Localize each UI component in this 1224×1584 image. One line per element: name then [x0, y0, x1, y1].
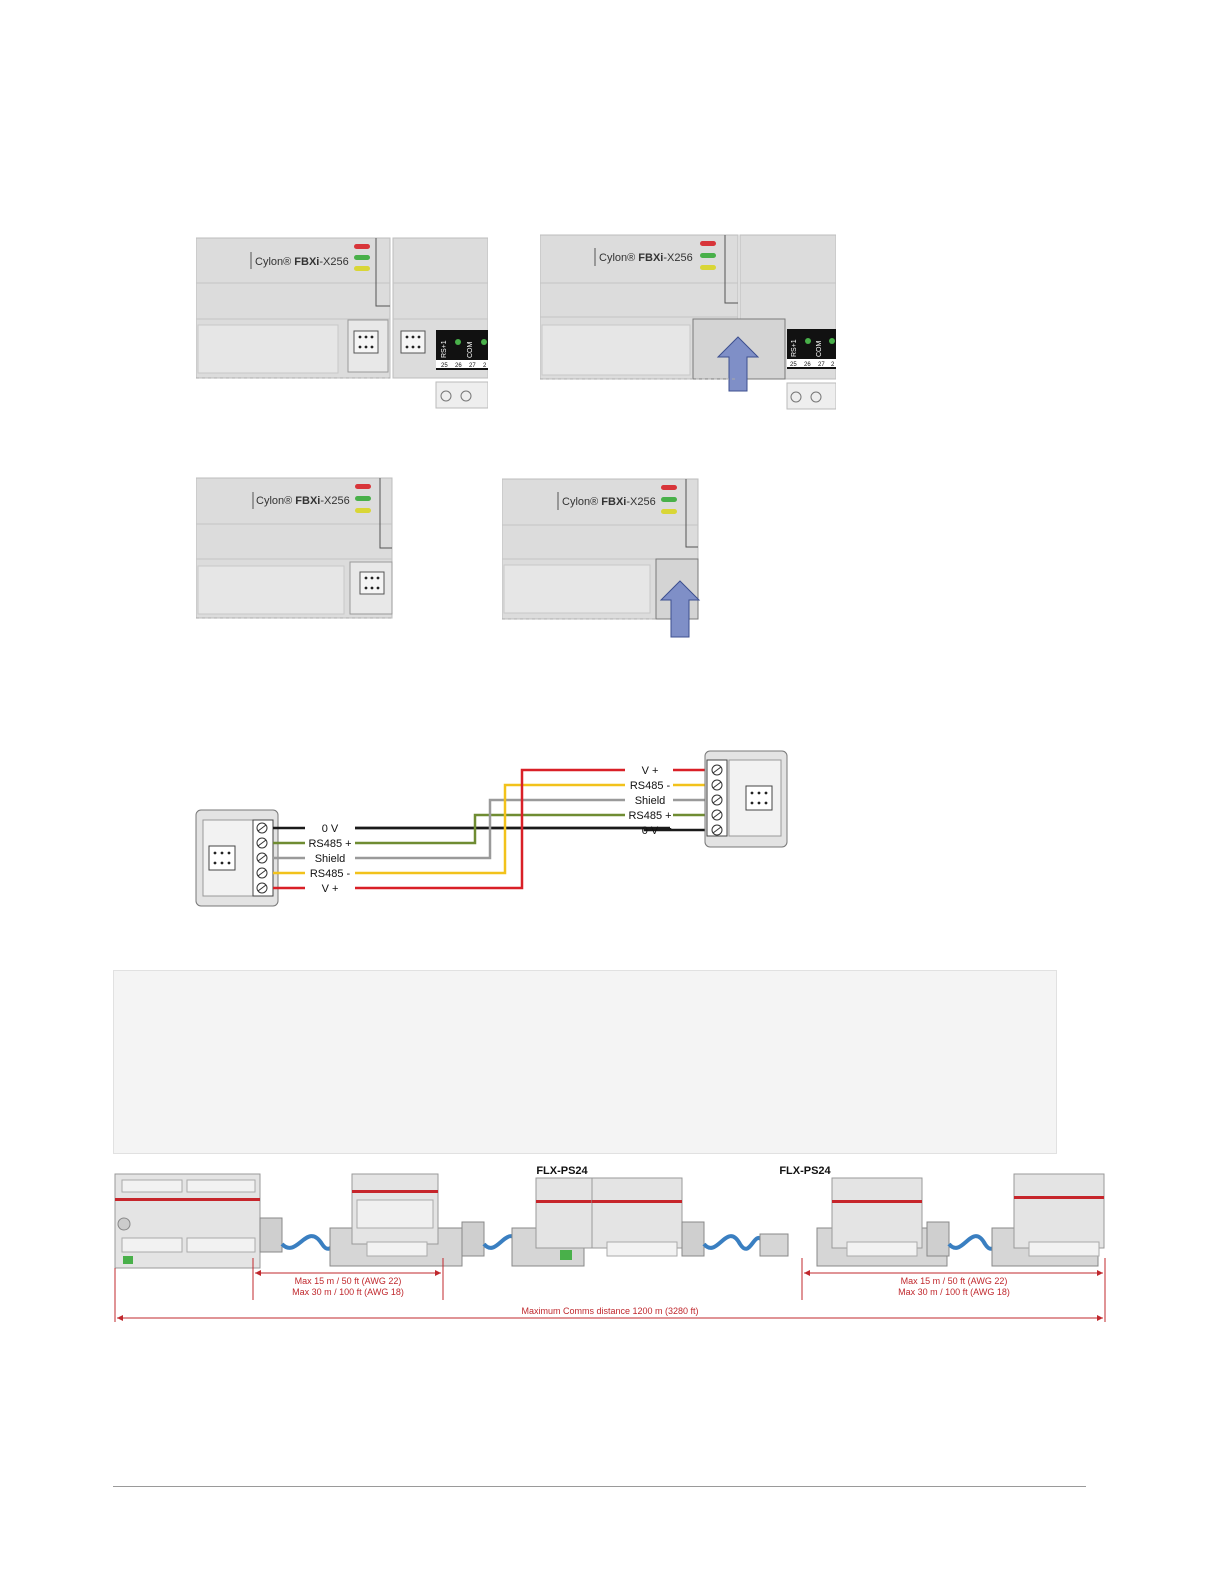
segment-2-label-awg18: Max 30 m / 100 ft (AWG 18): [898, 1287, 1010, 1297]
note-box: [113, 970, 1057, 1154]
terminal-com-label: COM: [816, 341, 823, 358]
terminal-number: 25: [441, 363, 448, 369]
led-green: [355, 496, 371, 501]
module-brand-label: Cylon® FBXi-X256: [599, 252, 693, 264]
wire-rs485-plus: [273, 813, 707, 845]
wire-label-right: RS485 -: [630, 780, 671, 792]
push-arrow-icon: [716, 336, 760, 392]
led-yellow: [354, 266, 370, 271]
single-module-figure-1: Cylon® FBXi-X256: [196, 477, 393, 619]
left-connector: [195, 809, 279, 907]
wire-shield: [273, 798, 707, 860]
total-distance-label: Maximum Comms distance 1200 m (3280 ft): [521, 1306, 698, 1316]
module-pair-figure-2: Cylon® FBXi-X256 RS+1 COM 25 26 27 2: [540, 234, 836, 410]
wiring-diagram: 0 V RS485 + Shield RS485 - V + V + RS485…: [195, 750, 788, 907]
single-module-figure-2: Cylon® FBXi-X256: [502, 478, 701, 638]
led-red: [661, 485, 677, 490]
segment-2-label-awg22: Max 15 m / 50 ft (AWG 22): [901, 1276, 1008, 1286]
module-pair-figure-1: Cylon® FBXi-X256 RS+1 COM 25 26 27 2: [196, 237, 488, 409]
terminal-number: 27: [818, 362, 825, 368]
connector-port-icon: [353, 330, 379, 354]
wire-label-left: V +: [322, 883, 339, 895]
led-yellow: [700, 265, 716, 270]
segment-1-label-awg22: Max 15 m / 50 ft (AWG 22): [295, 1276, 402, 1286]
ps-label-2: FLX-PS24: [779, 1165, 831, 1177]
terminal-rs-label: RS+1: [791, 339, 798, 357]
led-red: [700, 241, 716, 246]
led-red: [355, 484, 371, 489]
terminal-number: 26: [455, 363, 462, 369]
power-supply-module: [511, 1177, 593, 1267]
connector-port-icon: [400, 330, 426, 354]
led-green: [354, 255, 370, 260]
terminal-number: 26: [804, 362, 811, 368]
led-yellow: [661, 509, 677, 514]
connector-port-icon: [359, 571, 385, 595]
terminal-number: 25: [790, 362, 797, 368]
push-arrow-icon: [659, 580, 701, 638]
wire-label-left: Shield: [315, 853, 346, 865]
terminal-number: 2: [831, 362, 835, 368]
io-module: [591, 1177, 705, 1257]
terminal-rs-label: RS+1: [441, 340, 448, 358]
io-module: [816, 1177, 950, 1267]
wire-label-left: RS485 -: [310, 868, 351, 880]
wire-label-right: V +: [642, 765, 659, 777]
module-brand-label: Cylon® FBXi-X256: [562, 496, 656, 508]
bus-end-plug: [759, 1233, 789, 1257]
wire-label-right: Shield: [635, 795, 666, 807]
wire-label-left: 0 V: [322, 823, 339, 835]
led-red: [354, 244, 370, 249]
right-connector: [704, 750, 788, 848]
module-brand-label: Cylon® FBXi-X256: [255, 256, 349, 268]
bus-layout-diagram: FLX-PS24 FLX-PS24: [114, 1165, 1106, 1322]
terminal-number: 27: [469, 363, 476, 369]
wire-label-right: RS485 +: [628, 810, 671, 822]
led-green: [661, 497, 677, 502]
module-brand-label: Cylon® FBXi-X256: [256, 495, 350, 507]
controller-module: [114, 1173, 283, 1269]
wire-rs485-minus: [273, 783, 707, 875]
io-module: [329, 1173, 485, 1267]
footer-rule: [113, 1486, 1086, 1487]
bus-cable: [702, 1234, 764, 1251]
led-green: [700, 253, 716, 258]
led-yellow: [355, 508, 371, 513]
io-module: [991, 1173, 1105, 1267]
terminal-number: 2: [483, 363, 487, 369]
wire-v-plus: [273, 768, 707, 890]
segment-1-label-awg18: Max 30 m / 100 ft (AWG 18): [292, 1287, 404, 1297]
wire-label-right: 0 V: [642, 825, 659, 837]
ps-label-1: FLX-PS24: [536, 1165, 588, 1177]
wire-label-left: RS485 +: [308, 838, 351, 850]
terminal-com-label: COM: [467, 342, 474, 359]
